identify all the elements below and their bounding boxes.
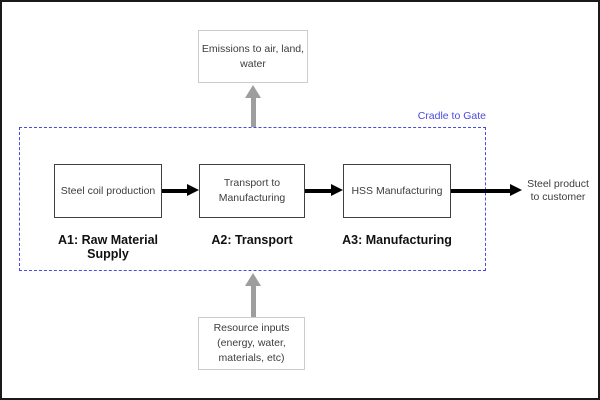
output-right-arrow-head — [510, 184, 522, 196]
resource-label-line: materials, etc) — [218, 352, 285, 364]
stage-label-a2: A2: Transport — [194, 233, 310, 247]
output-right-arrow-shaft — [451, 189, 511, 193]
resource-inputs-box: Resource inputs (energy, water, material… — [198, 317, 305, 370]
emissions-output-box: Emissions to air, land, water — [198, 30, 308, 83]
process-box-transport-to-manufacturing: Transport to Manufacturing — [199, 164, 305, 218]
system-boundary-box — [19, 127, 486, 271]
process-box-label: Steel coil production — [60, 184, 156, 197]
stage-label-line: A3: Manufacturing — [342, 233, 452, 247]
output-label-line: to customer — [530, 191, 586, 203]
stage-label-a3: A3: Manufacturing — [335, 233, 459, 247]
resource-up-arrow-head — [245, 273, 261, 286]
stage-label-a1: A1: Raw Material Supply — [49, 233, 167, 261]
output-label-line: Steel product — [527, 178, 589, 190]
resource-up-arrow-shaft — [251, 285, 256, 317]
stage-label-line: A1: Raw Material — [57, 233, 159, 247]
process-box-label: Manufacturing — [218, 192, 286, 204]
resource-label-line: Resource inputs — [213, 322, 290, 334]
process-box-hss-manufacturing: HSS Manufacturing — [343, 164, 451, 218]
boundary-label: Cradle to Gate — [417, 110, 486, 122]
emissions-label-line: water — [240, 57, 266, 70]
stage-label-line: A2: Transport — [211, 233, 293, 247]
flow-right-arrow-1-shaft — [162, 189, 189, 193]
flow-right-arrow-1-head — [187, 184, 199, 196]
flow-right-arrow-2-head — [331, 184, 343, 196]
process-box-steel-coil-production: Steel coil production — [54, 164, 162, 218]
emissions-up-arrow-head — [245, 85, 261, 98]
output-label: Steel product to customer — [522, 178, 594, 204]
emissions-up-arrow-shaft — [251, 97, 256, 127]
stage-label-line: Supply — [87, 247, 129, 261]
emissions-label-line: Emissions to air, land, — [201, 42, 305, 55]
process-box-label: Transport to — [223, 177, 281, 189]
process-box-label: HSS Manufacturing — [351, 184, 443, 197]
resource-label-line: (energy, water, — [217, 337, 286, 349]
flow-right-arrow-2-shaft — [305, 189, 332, 193]
